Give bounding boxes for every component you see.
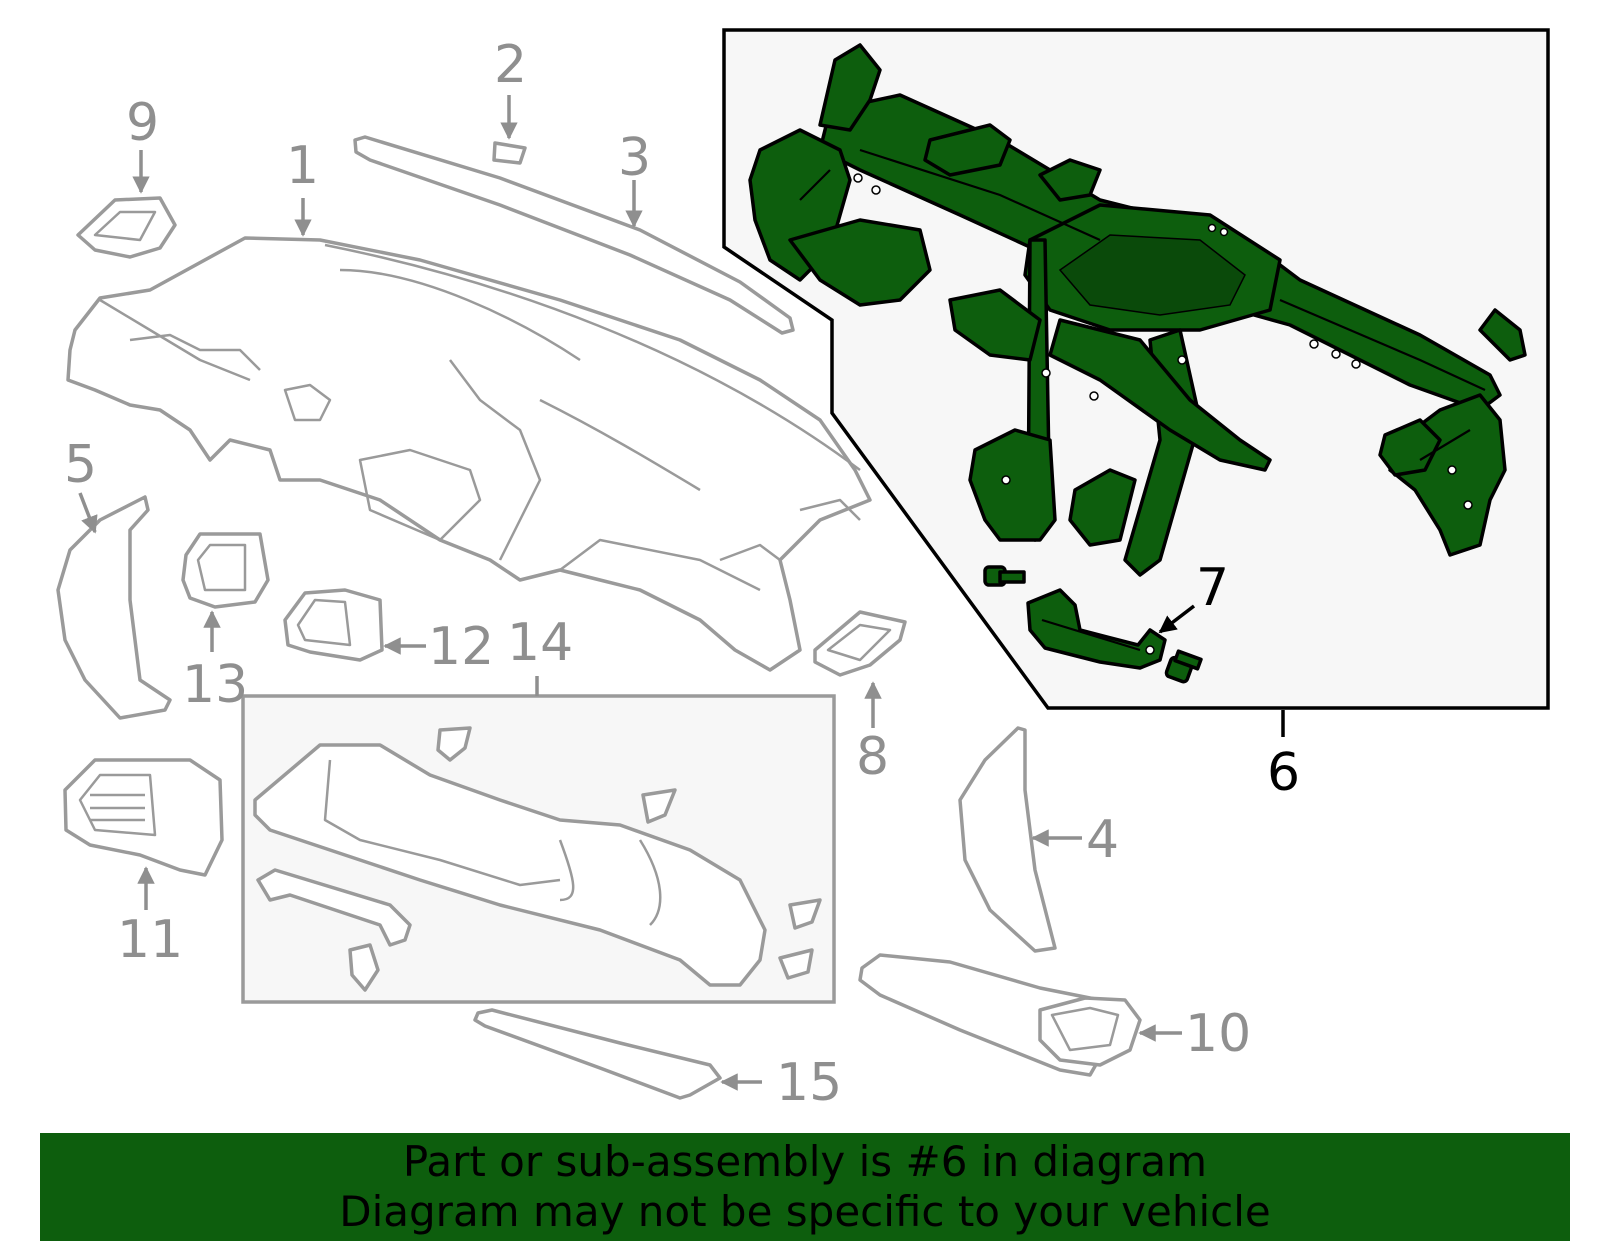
part-4-side-cover xyxy=(958,726,1057,953)
info-banner: Part or sub-assembly is #6 in diagram Di… xyxy=(40,1133,1570,1241)
callout-10: 10 xyxy=(1185,1004,1251,1064)
part-7-bracket[interactable] xyxy=(1026,588,1167,670)
callout-3: 3 xyxy=(618,128,651,188)
part-8-vent xyxy=(813,610,907,677)
part-2-clip xyxy=(492,141,527,165)
bolt-right xyxy=(1164,649,1203,684)
part-1-instrument-panel xyxy=(66,236,872,672)
part-3-defroster-garnish xyxy=(353,135,795,335)
part-9-side-vent xyxy=(76,196,177,259)
callout-15: 15 xyxy=(776,1053,842,1113)
callout-7: 7 xyxy=(1196,558,1229,618)
callout-5: 5 xyxy=(64,435,97,495)
bolt-left xyxy=(983,565,1026,587)
callout-4: 4 xyxy=(1086,810,1119,870)
part-5-side-panel xyxy=(56,495,172,720)
callout-14: 14 xyxy=(507,613,573,673)
callout-6: 6 xyxy=(1267,743,1300,803)
callout-9: 9 xyxy=(126,93,159,153)
callout-13: 13 xyxy=(182,655,248,715)
callout-11: 11 xyxy=(117,910,183,970)
part-11-vent xyxy=(63,758,224,877)
callout-2: 2 xyxy=(494,35,527,95)
part-14-meter-visor xyxy=(253,726,822,992)
callout-8: 8 xyxy=(856,727,889,787)
callout-12: 12 xyxy=(428,617,494,677)
banner-line-1: Part or sub-assembly is #6 in diagram xyxy=(402,1137,1208,1186)
leader-5 xyxy=(78,492,98,534)
banner-line-2: Diagram may not be specific to your vehi… xyxy=(339,1187,1271,1236)
callout-1: 1 xyxy=(286,136,319,196)
leader-7 xyxy=(1158,604,1196,634)
part-6-cross-car-beam[interactable] xyxy=(748,43,1527,577)
part-15-lower-strip xyxy=(473,1008,722,1100)
